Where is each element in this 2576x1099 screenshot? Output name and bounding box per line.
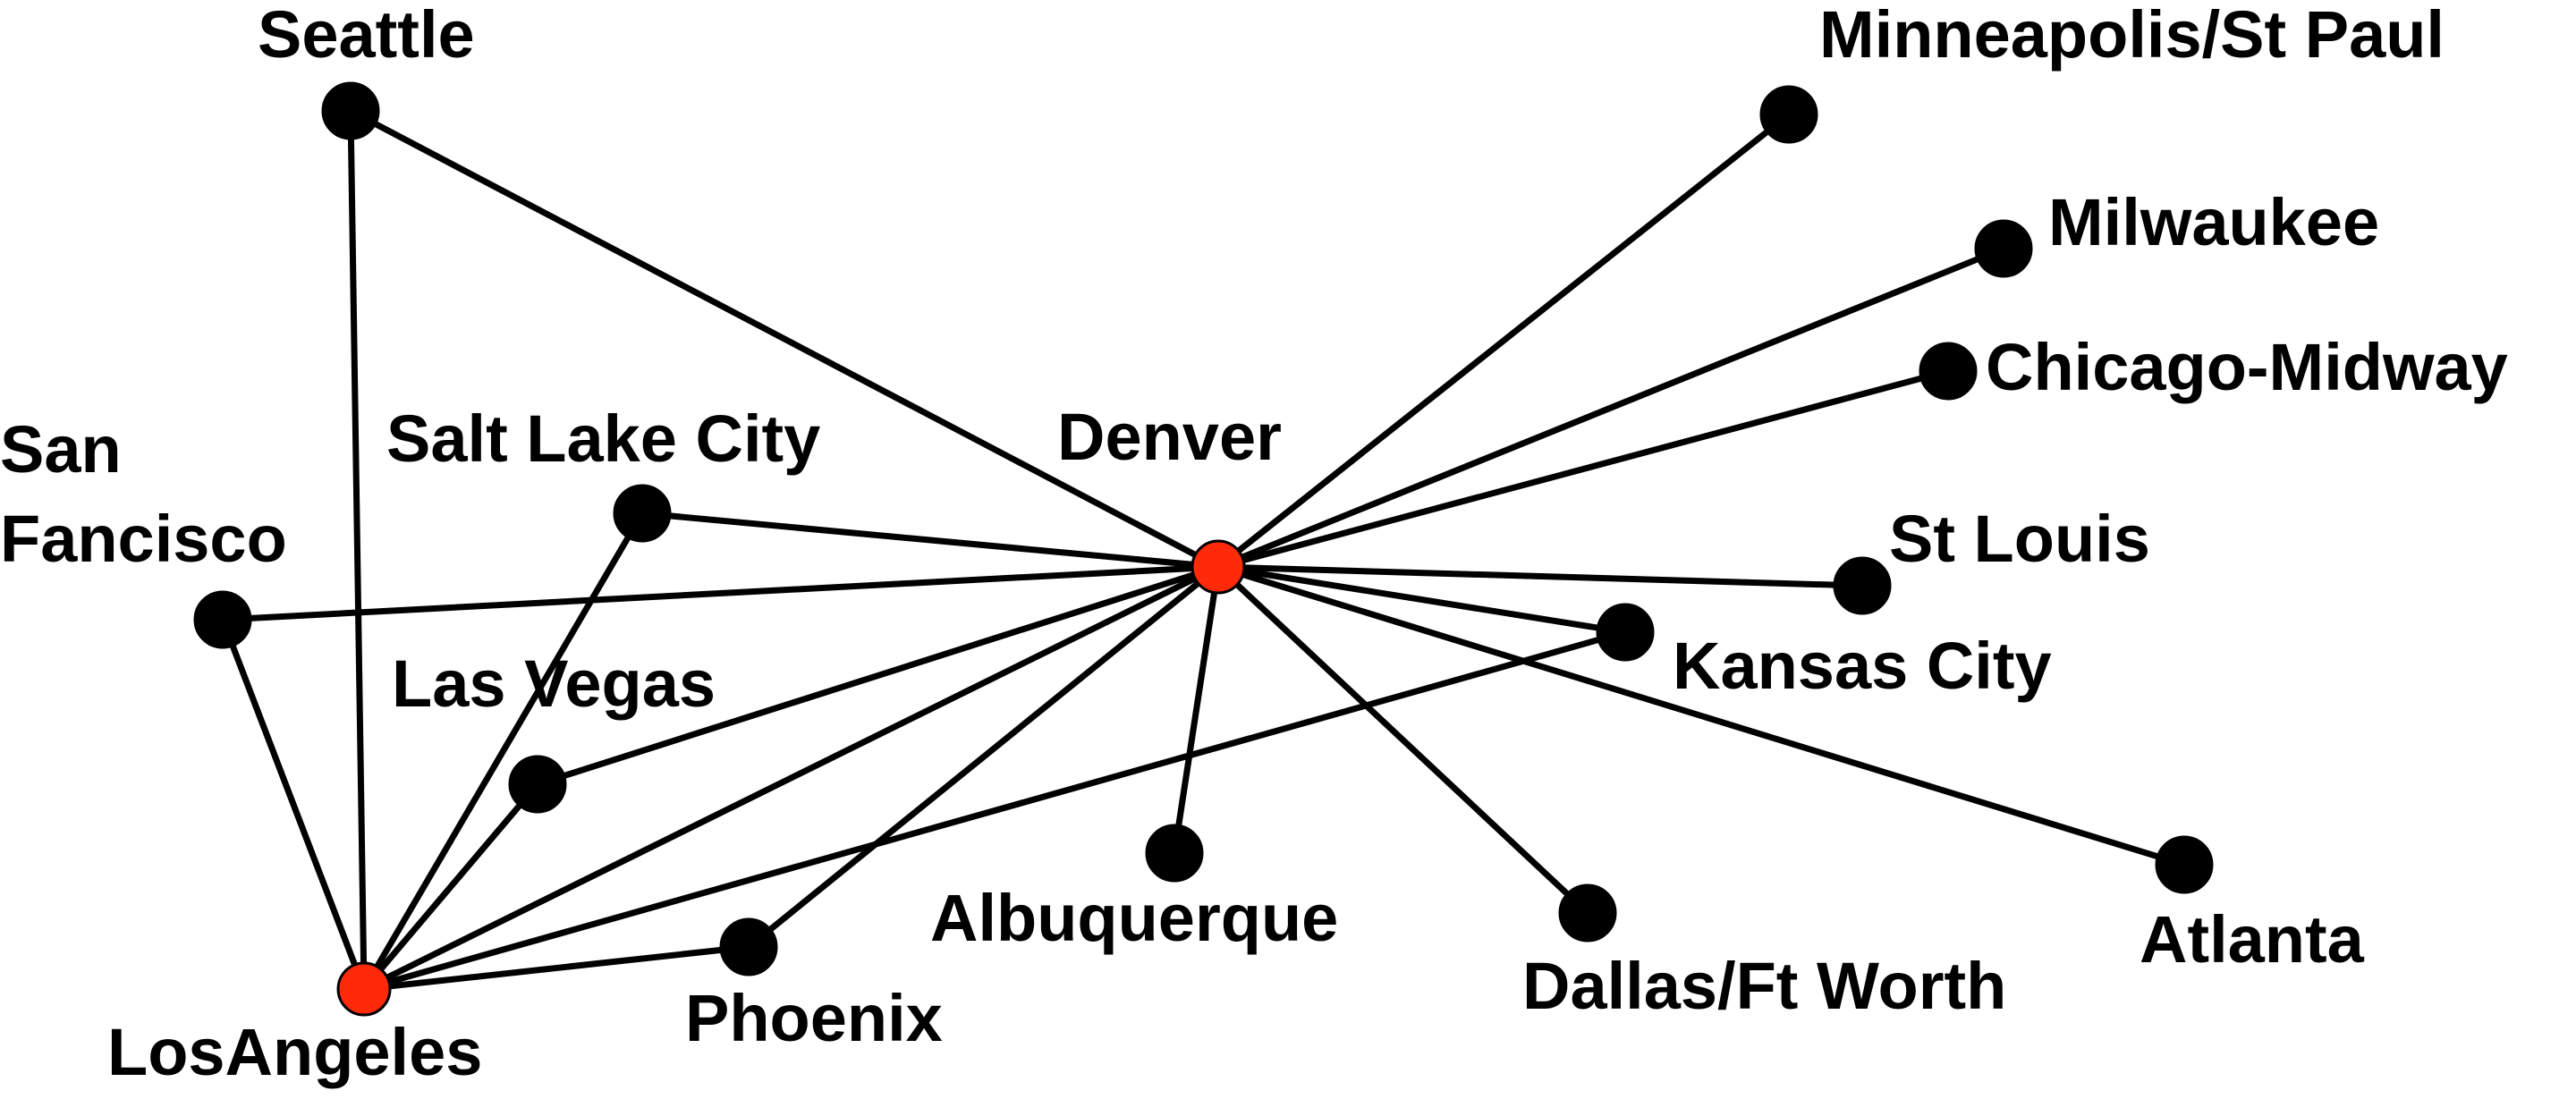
route-seattle-los-angeles [347, 107, 368, 993]
city-node-minneapolis [1759, 85, 1818, 144]
city-label-atlanta: Atlanta [2140, 902, 2365, 976]
city-label-line: San [0, 412, 122, 486]
route-san-francisco-denver [219, 563, 1222, 623]
route-las-vegas-los-angeles [360, 781, 541, 993]
city-label-kansas-city: Kansas City [1673, 629, 2052, 703]
city-node-atlanta [2155, 835, 2214, 894]
hub-node-los-angeles [336, 961, 392, 1017]
route-st-louis-denver [1215, 563, 1866, 589]
route-albuquerque-denver [1171, 563, 1222, 857]
city-node-kansas-city [1596, 603, 1655, 662]
city-label-line: Albuquerque [930, 881, 1338, 955]
route-atlanta-denver [1215, 563, 2188, 868]
city-node-seattle [321, 81, 380, 140]
city-label-phoenix: Phoenix [685, 981, 943, 1055]
city-label-line: Chicago-Midway [1986, 330, 2508, 404]
city-label-los-angeles: LosAngeles [107, 1015, 482, 1089]
city-label-line: Kansas City [1673, 629, 2052, 703]
route-lines [219, 107, 2188, 993]
route-kansas-city-denver [1215, 563, 1629, 636]
route-san-francisco-los-angeles [219, 616, 368, 993]
route-phoenix-los-angeles [360, 943, 752, 993]
city-node-milwaukee [1974, 219, 2033, 278]
city-label-line: Minneapolis/St Paul [1819, 0, 2445, 72]
city-label-salt-lake-city: Salt Lake City [386, 402, 820, 476]
city-label-line: LosAngeles [107, 1015, 482, 1089]
city-node-las-vegas [508, 755, 567, 814]
city-labels: Seattle Minneapolis/St PaulMilwaukeeChica… [0, 0, 2508, 1089]
city-label-st-louis: St Louis [1889, 502, 2150, 576]
route-milwaukee-denver [1215, 245, 2007, 571]
route-minneapolis-denver [1215, 111, 1792, 571]
city-nodes [193, 81, 2214, 1017]
city-label-minneapolis: Minneapolis/St Paul [1819, 0, 2445, 72]
city-label-line: St Louis [1889, 502, 2150, 576]
route-dallas-denver [1215, 563, 1591, 917]
city-label-line: Denver [1057, 400, 1282, 474]
city-label-dallas: Dallas/Ft Worth [1522, 949, 2006, 1023]
city-node-phoenix [719, 917, 778, 976]
hub-node-denver [1191, 539, 1246, 595]
city-label-albuquerque: Albuquerque [930, 881, 1338, 955]
city-label-line: Atlanta [2140, 902, 2365, 976]
city-label-milwaukee: Milwaukee [2048, 185, 2379, 259]
city-node-st-louis [1833, 556, 1892, 615]
city-label-line: Fancisco [0, 502, 287, 576]
city-label-line: Seattle [258, 0, 475, 72]
city-node-san-francisco [193, 590, 252, 649]
route-seattle-denver [347, 107, 1222, 571]
route-las-vegas-denver [534, 563, 1222, 788]
route-salt-lake-city-los-angeles [360, 510, 646, 993]
city-node-salt-lake-city [613, 484, 672, 543]
city-label-chicago: Chicago-Midway [1986, 330, 2508, 404]
city-label-las-vegas: Las Vegas [392, 647, 716, 721]
city-label-line: Las Vegas [392, 647, 716, 721]
city-node-chicago [1919, 342, 1978, 401]
route-chicago-denver [1215, 368, 1952, 571]
city-label-seattle: Seattle [258, 0, 475, 72]
route-kansas-city-los-angeles [360, 629, 1629, 993]
city-label-denver: Denver [1057, 400, 1282, 474]
route-phoenix-denver [745, 563, 1222, 951]
city-node-dallas [1558, 883, 1617, 943]
city-label-line: Salt Lake City [386, 402, 820, 476]
city-node-albuquerque [1145, 824, 1204, 883]
city-label-line: Dallas/Ft Worth [1522, 949, 2006, 1023]
route-salt-lake-city-denver [639, 510, 1222, 571]
city-label-line: Milwaukee [2048, 185, 2379, 259]
city-label-line: Phoenix [685, 981, 943, 1055]
route-denver-los-angeles [360, 563, 1222, 993]
